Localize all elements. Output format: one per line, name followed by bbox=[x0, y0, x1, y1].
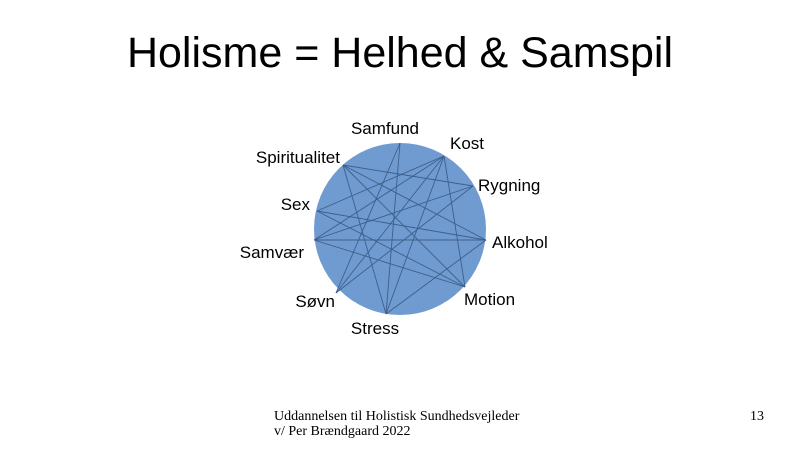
connection-line-sovn-kost bbox=[335, 155, 445, 294]
node-label-alkohol: Alkohol bbox=[492, 233, 548, 252]
node-label-kost: Kost bbox=[450, 134, 484, 153]
connection-line-rygning-spiritualitet bbox=[342, 164, 474, 187]
node-label-rygning: Rygning bbox=[478, 176, 540, 195]
connection-line-kost-samvaer bbox=[313, 155, 445, 241]
footer: Uddannelsen til Holistisk Sundhedsvejled… bbox=[274, 409, 519, 439]
node-label-samvaer: Samvær bbox=[240, 243, 305, 262]
connection-line-stress-spiritualitet bbox=[342, 164, 387, 315]
node-label-motion: Motion bbox=[464, 290, 515, 309]
connection-line-samfund-stress bbox=[385, 142, 401, 315]
connection-line-motion-spiritualitet bbox=[342, 164, 466, 288]
footer-line-2: v/ Per Brændgaard 2022 bbox=[274, 424, 411, 439]
connection-line-kost-motion bbox=[443, 155, 466, 288]
connection-line-alkohol-sex bbox=[316, 210, 487, 241]
footer-line-1: Uddannelsen til Holistisk Sundhedsvejled… bbox=[274, 409, 520, 424]
page-number: 13 bbox=[750, 409, 764, 424]
node-label-spiritualitet: Spiritualitet bbox=[256, 148, 340, 167]
connection-line-alkohol-stress bbox=[385, 239, 487, 315]
connection-line-motion-sex bbox=[316, 210, 466, 288]
connection-line-samvaer-motion bbox=[313, 239, 466, 288]
connection-line-rygning-samvaer bbox=[313, 185, 474, 241]
connection-line-samfund-sovn bbox=[335, 142, 401, 294]
node-label-stress: Stress bbox=[351, 319, 399, 338]
connection-lines bbox=[313, 142, 487, 315]
connection-line-kost-sex bbox=[316, 155, 445, 212]
node-label-samfund: Samfund bbox=[351, 119, 419, 138]
connection-line-rygning-sovn bbox=[335, 185, 474, 294]
slide-title: Holisme = Helhed & Samspil bbox=[126, 29, 674, 77]
node-label-sovn: Søvn bbox=[295, 292, 335, 311]
connection-line-kost-stress bbox=[385, 155, 445, 315]
connection-line-alkohol-spiritualitet bbox=[342, 164, 487, 241]
node-label-sex: Sex bbox=[281, 195, 311, 214]
holism-circle bbox=[314, 143, 486, 315]
